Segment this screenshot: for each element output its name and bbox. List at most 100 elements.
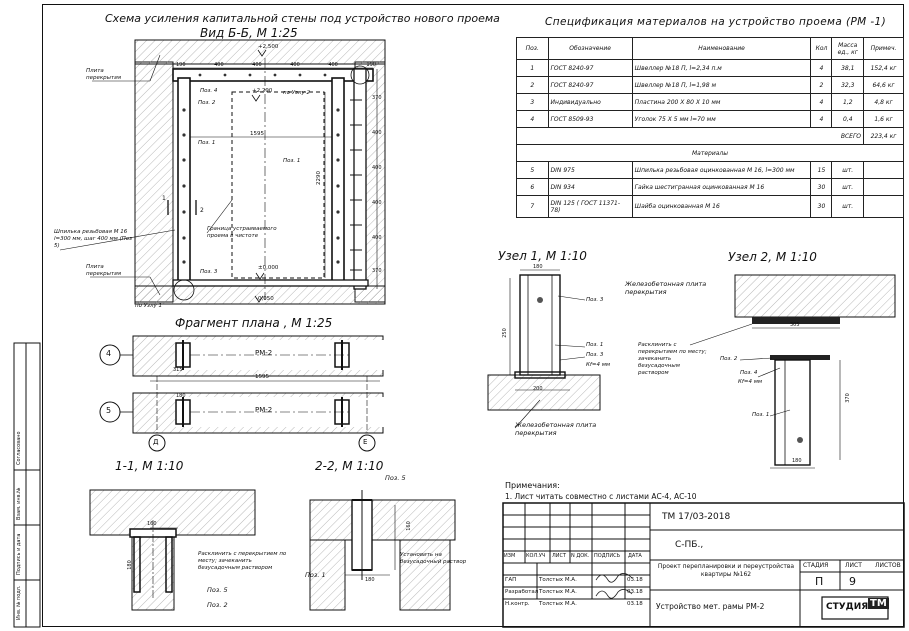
col-koluch: КОЛ.УЧ: [526, 553, 546, 559]
studio-name: СТУДИЯ: [826, 602, 869, 612]
poz2-label: Поз. 2: [198, 100, 216, 106]
node2-ref: по Узлу 2: [283, 90, 311, 96]
node2-poz4: Поз. 4: [740, 370, 758, 376]
col-podp: ПОДПИСЬ: [594, 553, 621, 559]
spec-header-row: Поз. Обозначение Наименование Кол Масса …: [516, 37, 904, 60]
col-data: ДАТА: [628, 553, 642, 559]
spec-table: Поз. Обозначение Наименование Кол Масса …: [515, 37, 904, 218]
section-2-mark: 2: [200, 207, 204, 214]
node2-poz1: Поз. 1: [752, 412, 770, 418]
node2-note: Расклинить с перекрытием по месту; зачек…: [638, 342, 707, 376]
sec11-note: Расклинить с перекрытием по месту; зачек…: [198, 551, 287, 571]
project-name: Проект перепланировки и переустройства к…: [657, 563, 795, 578]
plan-dim-180: 180: [176, 393, 186, 399]
sheets-label: ЛИСТОВ: [875, 562, 901, 569]
spec-total-value: 223,4 кг: [863, 127, 904, 145]
right-dim: 400: [372, 165, 382, 171]
role-date: 03.18: [627, 601, 643, 607]
sheet-border: [42, 4, 904, 627]
node2-weld: Кf=4 мм: [738, 379, 762, 385]
poz1-right-label: Поз. 1: [283, 158, 301, 164]
role-name: Толстых М.А.: [539, 577, 577, 583]
slab-bottom-label: Плита перекрытия: [86, 264, 122, 277]
sec11-dim-180: 180: [126, 560, 133, 570]
role: Разработал: [505, 589, 539, 595]
node2-slab: Железобетонная плита перекрытия: [625, 280, 707, 296]
role: Н.контр.: [505, 601, 530, 607]
poz4-label: Поз. 4: [200, 88, 218, 94]
spec-title: Спецификация материалов на устройство пр…: [545, 16, 887, 28]
sec22-note: Установить на безусадочный раствор: [400, 552, 467, 565]
section-2-2-title: 2-2, М 1:10: [315, 459, 384, 473]
lintel-level-mark: +2,290: [252, 88, 273, 94]
node1-ref: по Узлу 1: [135, 303, 163, 309]
node2-dim-180: 180: [792, 458, 802, 464]
plan-title: Фрагмент плана , М 1:25: [175, 316, 333, 330]
poz1-left-label: Поз. 1: [198, 140, 216, 146]
slab-top-label: Плита перекрытия: [86, 68, 122, 81]
node1-dim-200: 200: [533, 386, 543, 392]
node1-poz1: Поз. 1: [586, 342, 604, 348]
spec-header: Обозначение: [547, 37, 633, 60]
section-subtitle: Вид Б-Б, М 1:25: [200, 26, 298, 40]
node2-poz2: Поз. 2: [720, 356, 738, 362]
sheet-value: 9: [849, 575, 856, 588]
axis-5: 5: [106, 406, 112, 415]
role-date: 03.18: [627, 577, 643, 583]
side-stamp: Инв. № подл.: [16, 585, 22, 621]
studio-logo: ТМ: [868, 598, 889, 609]
sec22-poz5: Поз. 5: [385, 474, 406, 482]
right-dim: 400: [372, 235, 382, 241]
stage-label: СТАДИЯ: [803, 562, 829, 569]
role-name: Толстых М.А.: [539, 589, 577, 595]
node1-dim-180: 180: [533, 264, 543, 270]
right-dim: 400: [372, 200, 382, 206]
signature-mark: [595, 573, 633, 583]
role-name: Толстых М.А.: [539, 601, 577, 607]
frame-label-top: РМ-2: [255, 349, 273, 357]
spec-header: Кол: [810, 37, 833, 60]
plan-width-dim: 1595: [255, 374, 269, 380]
sec22-dim-180: 180: [365, 577, 375, 583]
poz3-label: Поз. 3: [200, 269, 218, 275]
section-1-1-title: 1-1, М 1:10: [115, 459, 184, 473]
signature-mark: [595, 589, 633, 599]
node2-dim-305: 305: [790, 322, 800, 328]
height-dimension: 2290: [316, 171, 322, 185]
sec22-dim-160: 160: [405, 521, 412, 531]
side-stamp: Согласовано: [16, 431, 22, 465]
spec-header: Масса ед., кг: [831, 37, 865, 60]
plan-dim-315: 315: [173, 367, 183, 373]
bottom-level-mark: -0,050: [256, 296, 274, 302]
role-date: 03.18: [627, 589, 643, 595]
sec22-poz1: Поз. 1: [305, 571, 326, 579]
width-dimension: 1595: [250, 131, 264, 137]
stage-value: П: [815, 575, 824, 588]
sec11-dim-160: 160: [147, 521, 157, 527]
opening-note: Граница устраиваемого проема в чистоте: [207, 226, 277, 239]
axis-e: Е: [363, 438, 368, 446]
sheet-label: ЛИСТ: [845, 562, 862, 569]
spec-header: Примеч.: [863, 37, 904, 60]
spec-header: Наименование: [631, 37, 812, 60]
node1-dim-250: 250: [501, 328, 508, 338]
node2-dim-370: 370: [844, 393, 851, 403]
notes-line-1: 1. Лист читать совместно с листами АС-4,…: [505, 492, 697, 501]
right-dim: 400: [372, 130, 382, 136]
spec-total-row: ВСЕГО 223,4 кг: [515, 127, 904, 145]
right-dim: 370: [372, 268, 382, 274]
doc-code: ТМ 17/03-2018: [662, 512, 731, 522]
col-list: ЛИСТ: [552, 553, 567, 559]
spec-header: Поз.: [516, 37, 549, 60]
spec-materials-header: Материалы: [516, 144, 904, 162]
role: ГАП: [505, 577, 517, 583]
doc-mark: С-ПБ.,: [675, 540, 704, 550]
section-title: Схема усиления капитальной стены под уст…: [105, 12, 500, 25]
